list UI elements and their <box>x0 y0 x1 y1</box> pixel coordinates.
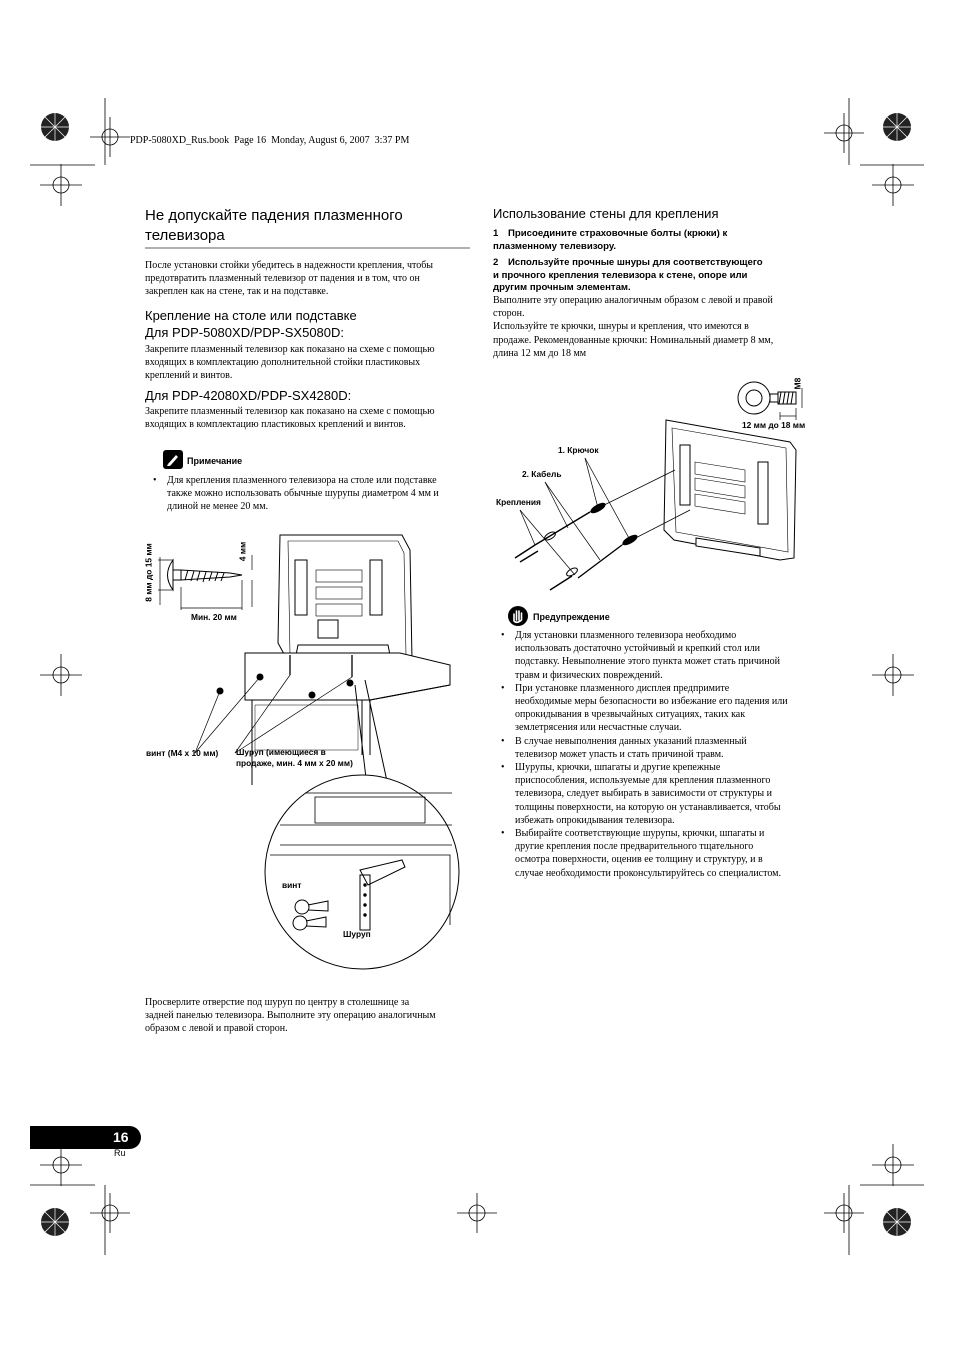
text-line: Для крепления плазменного телевизора на … <box>167 475 437 486</box>
drilling-paragraph: Просверлите отверстие под шуруп по центр… <box>145 996 475 1036</box>
warning-list: Для установки плазменного телевизора нео… <box>493 629 823 880</box>
page-number-tab <box>30 1126 141 1149</box>
note-icon <box>163 450 183 469</box>
step-text-line: Используйте прочные шнуры для соответств… <box>508 257 763 268</box>
note-list: Для крепления плазменного телевизора на … <box>145 474 475 514</box>
subsection-heading-42: Для PDP-42080XD/PDP-SX4280D: <box>145 388 352 403</box>
cable-label: 2. Кабель <box>522 469 562 479</box>
intro-paragraph: После установки стойки убедитесь в надеж… <box>145 259 475 299</box>
text-line: случае необходимости проконсультируйтесь… <box>515 867 781 879</box>
step-text-line: другим прочным элементам. <box>493 282 631 294</box>
text-line: После установки стойки убедитесь в надеж… <box>145 260 434 271</box>
text-line: В случае невыполнения данных указаний пл… <box>515 735 747 747</box>
wood-screw-label-line2: продаже, мин. 4 мм x 20 мм) <box>236 758 353 768</box>
file-info-header: PDP-5080XD_Rus.book Page 16 Monday, Augu… <box>130 135 410 146</box>
text-line: Просверлите отверстие под шуруп по центр… <box>145 997 410 1008</box>
step-2-number: 2 <box>493 257 499 268</box>
text-line: Закрепите плазменный телевизор как показ… <box>145 406 435 417</box>
hook-label: 1. Крючок <box>558 445 599 455</box>
text-line: Для установки плазменного телевизора нео… <box>515 630 737 641</box>
warning-item: Шурупы, крючки, шпагаты и другие крепежн… <box>493 761 823 827</box>
text-line: длина 12 мм до 18 мм <box>493 347 587 359</box>
text-line: Шурупы, крючки, шпагаты и другие крепежн… <box>515 762 721 774</box>
wood-screw-label: Шуруп (имеющиеся в продаже, мин. 4 мм x … <box>236 747 353 769</box>
warning-title: Предупреждение <box>533 612 610 622</box>
text-line: входящих в комплектацию дополнительной с… <box>145 357 421 369</box>
bolt-size-label: M8 <box>792 377 803 390</box>
diameter-label: 8 мм до 15 мм <box>143 543 154 602</box>
text-line: входящих в комплектацию пластиковых креп… <box>145 419 406 431</box>
model-42-paragraph: Закрепите плазменный телевизор как показ… <box>145 405 475 431</box>
text-line: образом с левой и правой сторон. <box>145 1023 288 1035</box>
step-text-line: плазменному телевизору. <box>493 240 617 252</box>
warning-icon <box>508 606 528 626</box>
text-line: Выбирайте соответствующие шурупы, крючки… <box>515 828 765 840</box>
length-label: Мин. 20 мм <box>191 612 237 622</box>
thread-label: 4 мм <box>237 541 248 562</box>
text-line: подставку. Невыполнение этого пункта мож… <box>515 656 780 668</box>
text-line: Выполните эту операцию аналогичным образ… <box>493 295 773 306</box>
text-line: длиной не менее 20 мм. <box>167 501 269 513</box>
page-title-line1: Не допускайте падения плазменного <box>145 207 403 224</box>
wall-mount-paragraph: Выполните эту операцию аналогичным образ… <box>493 294 823 360</box>
bolt-length-label: 12 мм до 18 мм <box>742 420 806 430</box>
text-line: избежать опрокидывания телевизора. <box>515 814 675 826</box>
text-line: сторон. <box>493 308 525 320</box>
language-code: Ru <box>114 1148 126 1158</box>
text-line: другие крепления после предварительного … <box>515 841 754 853</box>
zoom-screw-label: винт <box>282 880 302 890</box>
note-title: Примечание <box>187 456 243 466</box>
title-rule <box>145 247 470 249</box>
note-item: Для крепления плазменного телевизора на … <box>145 474 475 514</box>
text-line: использовать достаточно устойчивый и кре… <box>515 643 760 655</box>
warning-item: Для установки плазменного телевизора нео… <box>493 629 823 682</box>
text-line: травм и физических повреждений. <box>515 669 663 681</box>
text-line: необходимые меры безопасности во избежан… <box>515 696 788 708</box>
warning-item: Выбирайте соответствующие шурупы, крючки… <box>493 827 823 880</box>
text-line: Закрепите плазменный телевизор как показ… <box>145 344 435 355</box>
text-line: При установке плазменного дисплея предпр… <box>515 682 730 694</box>
subsection-heading-line2: Для PDP-5080XD/PDP-SX5080D: <box>145 325 345 340</box>
wall-mount-diagram <box>514 381 803 591</box>
subsection-heading-table: Крепление на столе или подставке Для PDP… <box>145 307 475 341</box>
step-text-line: Присоедините страховочные болты (крюки) … <box>508 228 728 239</box>
fastener-label: Крепления <box>496 497 541 507</box>
text-line: землетрясения или несчастные случаи. <box>515 722 682 734</box>
screw-label: винт (М4 x 10 мм) <box>146 748 219 758</box>
step-2: 2 Используйте прочные шнуры для соответс… <box>493 257 823 295</box>
text-line: продаже. Рекомендованные крючки: Номинал… <box>493 334 774 346</box>
text-line: задней панелью телевизора. Выполните эту… <box>145 1010 436 1022</box>
text-line: толщины поверхности, на которую он устан… <box>515 801 781 813</box>
table-mount-paragraph: Закрепите плазменный телевизор как показ… <box>145 343 475 383</box>
text-line: креплений и винтов. <box>145 370 233 382</box>
zoom-wood-screw-label: Шуруп <box>343 929 371 939</box>
text-line: закреплен как на стене, так и на подстав… <box>145 286 329 298</box>
subsection-heading-line1: Крепление на столе или подставке <box>145 308 357 323</box>
step-1-number: 1 <box>493 228 499 239</box>
text-line: предотвратить плазменный телевизор от па… <box>145 273 420 285</box>
text-line: Используйте те крючки, шнуры и крепления… <box>493 321 749 333</box>
page-title: Не допускайте падения плазменного телеви… <box>145 206 475 246</box>
wall-mount-heading: Использование стены для крепления <box>493 206 719 221</box>
warning-item: При установке плазменного дисплея предпр… <box>493 682 823 735</box>
page-title-line2: телевизора <box>145 227 225 244</box>
text-line: телевизора, следует выбирать в зависимос… <box>515 788 772 800</box>
warning-item: В случае невыполнения данных указаний пл… <box>493 735 823 761</box>
step-1: 1 Присоедините страховочные болты (крюки… <box>493 228 823 253</box>
wood-screw-label-line1: Шуруп (имеющиеся в <box>236 747 326 757</box>
table-mount-diagram <box>158 534 460 970</box>
text-line: телевизор может упасть и стать причиной … <box>515 748 724 760</box>
step-text-line: и прочного крепления телевизора к стене,… <box>493 269 748 281</box>
page-number: 16 <box>113 1129 129 1145</box>
text-line: осмотра поверхности, оценив ее толщину и… <box>515 854 763 866</box>
text-line: приспособления, используемые для креплен… <box>515 775 771 787</box>
text-line: также можно использовать обычные шурупы … <box>167 488 439 500</box>
text-line: опрокидывания в чрезвычайных ситуациях, … <box>515 709 746 721</box>
